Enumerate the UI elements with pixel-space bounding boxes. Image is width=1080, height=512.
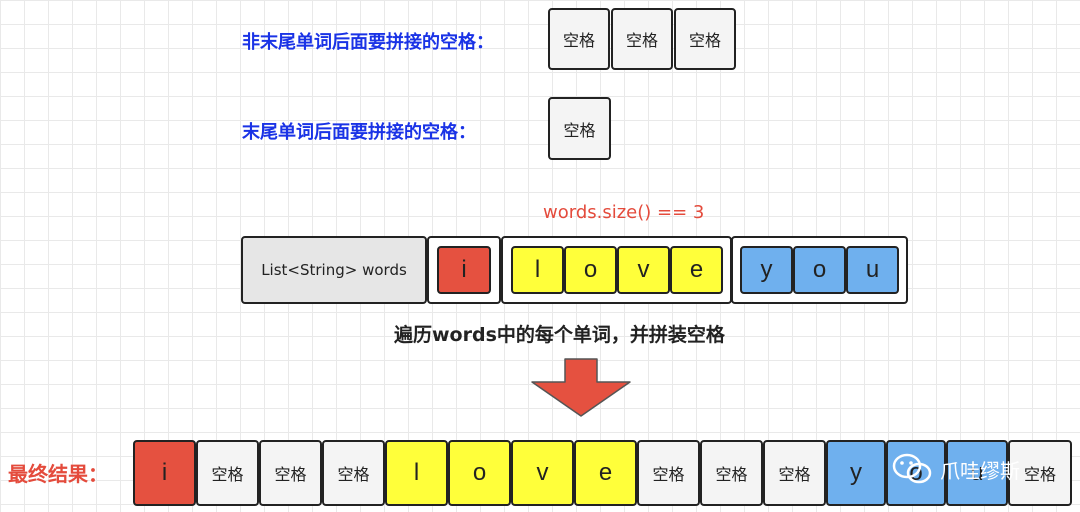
- result-cell: u: [946, 440, 1008, 506]
- result-cell: l: [385, 440, 448, 506]
- result-cell: 空格: [700, 440, 763, 506]
- watermark: 爪哇缪斯: [892, 452, 1020, 486]
- result-cell: 空格: [637, 440, 700, 506]
- word-letter-cell: y: [740, 246, 793, 294]
- result-cell: y: [826, 440, 886, 506]
- result-cell: e: [574, 440, 637, 506]
- list-words-box: List<String> words: [241, 236, 427, 304]
- last-space-label: 末尾单词后面要拼接的空格：: [242, 122, 476, 143]
- word-letter-cell: e: [670, 246, 723, 294]
- result-cell: v: [511, 440, 574, 506]
- space-cell: 空格: [548, 8, 610, 70]
- result-cell: 空格: [259, 440, 322, 506]
- words-size-label: words.size() == 3: [543, 202, 705, 223]
- result-cell: 空格: [322, 440, 385, 506]
- result-cell: o: [448, 440, 511, 506]
- wechat-icon: [892, 453, 932, 484]
- final-result-label: 最终结果：: [8, 462, 108, 486]
- space-cell: 空格: [548, 97, 611, 160]
- word-letter-cell: v: [617, 246, 670, 294]
- result-cell: 空格: [1008, 440, 1072, 506]
- result-cell: 空格: [763, 440, 826, 506]
- space-cell: 空格: [611, 8, 673, 70]
- word-letter-cell: o: [564, 246, 617, 294]
- result-cell: i: [133, 440, 196, 506]
- down-arrow-icon: [531, 358, 631, 417]
- result-cell: 空格: [196, 440, 259, 506]
- word-letter-cell: u: [846, 246, 899, 294]
- non-last-space-label: 非末尾单词后面要拼接的空格：: [242, 32, 494, 53]
- word-letter-cell: l: [511, 246, 564, 294]
- traverse-label: 遍历words中的每个单词，并拼装空格: [394, 324, 725, 346]
- space-cell: 空格: [674, 8, 736, 70]
- word-letter-cell: i: [437, 246, 491, 294]
- watermark-text: 爪哇缪斯: [940, 458, 1020, 483]
- word-letter-cell: o: [793, 246, 846, 294]
